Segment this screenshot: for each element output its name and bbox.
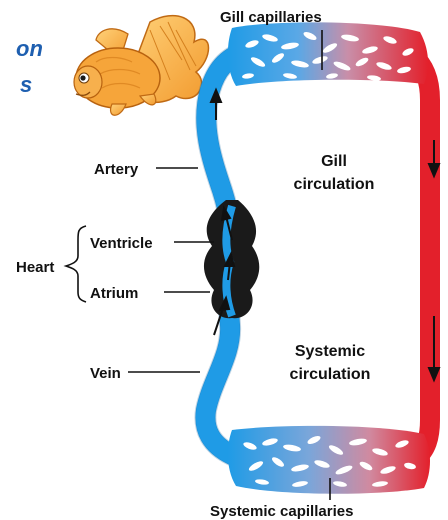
goldfish-icon bbox=[74, 16, 209, 116]
label-gill-capillaries: Gill capillaries bbox=[220, 9, 322, 26]
label-systemic-circulation-1: Systemic bbox=[295, 343, 365, 360]
title-line-2: s bbox=[20, 72, 32, 97]
gill-capillary-bed bbox=[228, 22, 428, 86]
label-systemic-capillaries: Systemic capillaries bbox=[210, 503, 353, 520]
label-artery: Artery bbox=[94, 161, 139, 178]
label-systemic-circulation-2: circulation bbox=[290, 366, 371, 383]
label-gill-circulation-1: Gill bbox=[321, 153, 347, 170]
label-gill-circulation-2: circulation bbox=[294, 176, 375, 193]
systemic-capillary-bed bbox=[228, 426, 430, 494]
red-vessel bbox=[360, 42, 430, 470]
label-atrium: Atrium bbox=[90, 285, 138, 302]
label-heart: Heart bbox=[16, 259, 54, 276]
label-vein: Vein bbox=[90, 365, 121, 382]
label-ventricle: Ventricle bbox=[90, 235, 153, 252]
title-line-1: on bbox=[16, 36, 43, 61]
